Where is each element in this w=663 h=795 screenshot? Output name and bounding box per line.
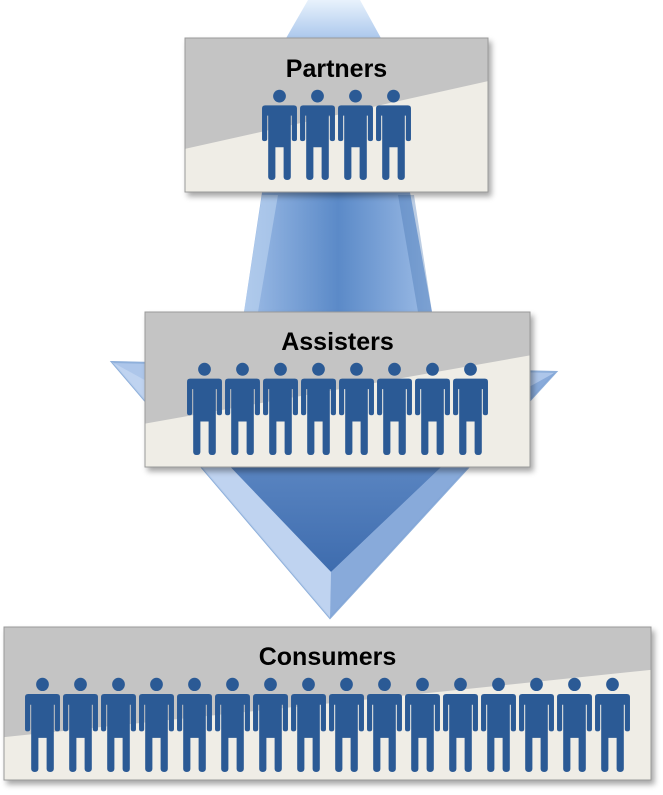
arrow-shaft-top [285,0,382,40]
tier-assisters: Assisters [144,311,531,468]
tier-label: Consumers [259,643,397,671]
tier-box-shade [185,38,488,149]
tier-label: Partners [286,55,387,83]
tier-consumers: Consumers [3,626,652,781]
tier-partners: Partners [184,37,489,193]
tier-label: Assisters [281,328,394,356]
